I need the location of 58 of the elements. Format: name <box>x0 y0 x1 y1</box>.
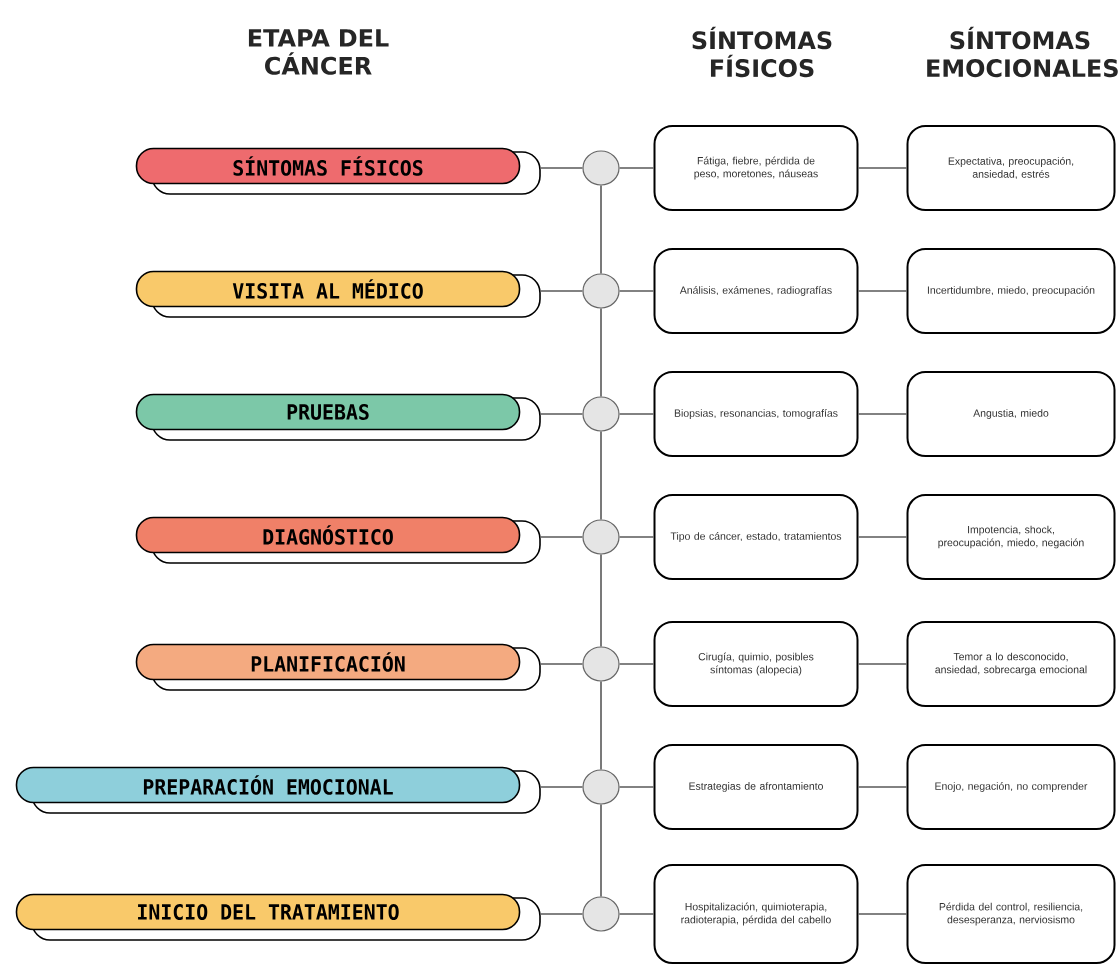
connector-line <box>539 663 584 665</box>
connector-line <box>618 167 655 169</box>
stage-pill: PLANIFICACIÓN <box>135 643 541 691</box>
timeline-dot <box>582 150 620 186</box>
symptom-box: Impotencia, shock, preocupación, miedo, negación <box>906 494 1116 580</box>
stage-pill: VISITA AL MÉDICO <box>135 270 541 318</box>
timeline-dot <box>582 896 620 932</box>
symptom-box: Enojo, negación, no comprender <box>906 744 1116 830</box>
column-heading: SÍNTOMAS EMOCIONALES <box>927 26 1118 78</box>
symptom-box: Cirugía, quimio, posibles síntomas (alopecia) <box>653 621 859 707</box>
stage-pill: SÍNTOMAS FÍSICOS <box>135 147 541 195</box>
connector-line <box>539 167 584 169</box>
symptom-box: Tipo de cáncer, estado, tratamientos <box>653 494 859 580</box>
connector-line <box>857 290 908 292</box>
symptom-box: Análisis, exámenes, radiografías <box>653 248 859 334</box>
connector-line <box>539 290 584 292</box>
connector-line <box>600 307 602 398</box>
connector-line <box>600 803 602 898</box>
stage-pill: INICIO DEL TRATAMIENTO <box>15 893 541 941</box>
connector-line <box>618 413 655 415</box>
connector-line <box>857 786 908 788</box>
timeline-dot <box>582 519 620 555</box>
symptom-box: Pérdida del control, resiliencia, desesperanza, nerviosismo <box>906 864 1116 964</box>
timeline-dot <box>582 769 620 805</box>
symptom-box: Temor a lo desconocido, ansiedad, sobrecarga emocional <box>906 621 1116 707</box>
connector-line <box>539 413 584 415</box>
connector-line <box>618 913 655 915</box>
connector-line <box>857 167 908 169</box>
connector-line <box>857 913 908 915</box>
timeline-dot <box>582 396 620 432</box>
connector-line <box>857 663 908 665</box>
symptom-box: Angustia, miedo <box>906 371 1116 457</box>
symptom-box: Expectativa, preocupación, ansiedad, estrés <box>906 125 1116 211</box>
connector-line <box>857 536 908 538</box>
connector-line <box>539 913 584 915</box>
stage-pill: DIAGNÓSTICO <box>135 516 541 564</box>
timeline-dot <box>582 273 620 309</box>
connector-line <box>857 413 908 415</box>
column-heading: SÍNTOMAS FÍSICOS <box>692 26 832 78</box>
connector-line <box>539 786 584 788</box>
connector-line <box>618 663 655 665</box>
symptom-box: Fátiga, fiebre, pérdida de peso, moretones, náuseas <box>653 125 859 211</box>
stage-pill: PRUEBAS <box>135 393 541 441</box>
connector-line <box>539 536 584 538</box>
stage-pill: PREPARACIÓN EMOCIONAL <box>15 766 541 814</box>
symptom-box: Hospitalización, quimioterapia, radioterapia, pérdida del cabello <box>653 864 859 964</box>
connector-line <box>600 553 602 648</box>
connector-line <box>600 184 602 275</box>
connector-line <box>618 536 655 538</box>
symptom-box: Estrategias de afrontamiento <box>653 744 859 830</box>
connector-line <box>600 430 602 521</box>
connector-line <box>618 786 655 788</box>
symptom-box: Incertidumbre, miedo, preocupación <box>906 248 1116 334</box>
connector-line <box>618 290 655 292</box>
column-heading: ETAPA DEL CÁNCER <box>248 29 389 75</box>
symptom-box: Biopsias, resonancias, tomografías <box>653 371 859 457</box>
timeline-dot <box>582 646 620 682</box>
connector-line <box>600 680 602 771</box>
